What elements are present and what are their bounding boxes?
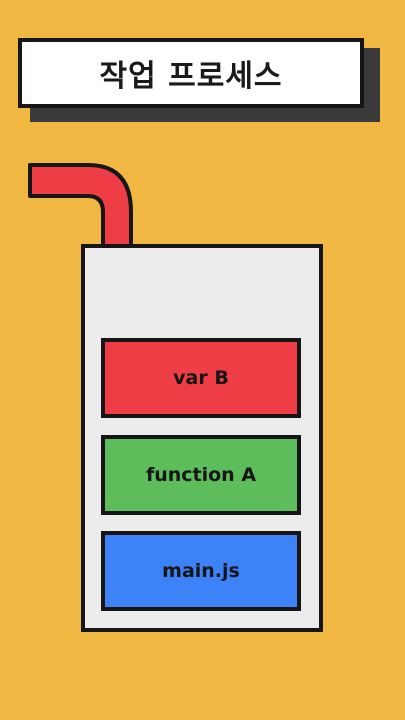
stack-frame-label: var B: [173, 367, 229, 389]
title-box: 작업 프로세스: [18, 38, 364, 108]
page-title: 작업 프로세스: [99, 59, 283, 94]
stack-frame-label: function A: [145, 464, 257, 486]
stack-frame-var-b: var B: [101, 338, 301, 418]
stack-frame-function-a: function A: [101, 435, 301, 515]
stack-frame-main-js: main.js: [101, 531, 301, 611]
stack-frame-label: main.js: [162, 560, 240, 582]
